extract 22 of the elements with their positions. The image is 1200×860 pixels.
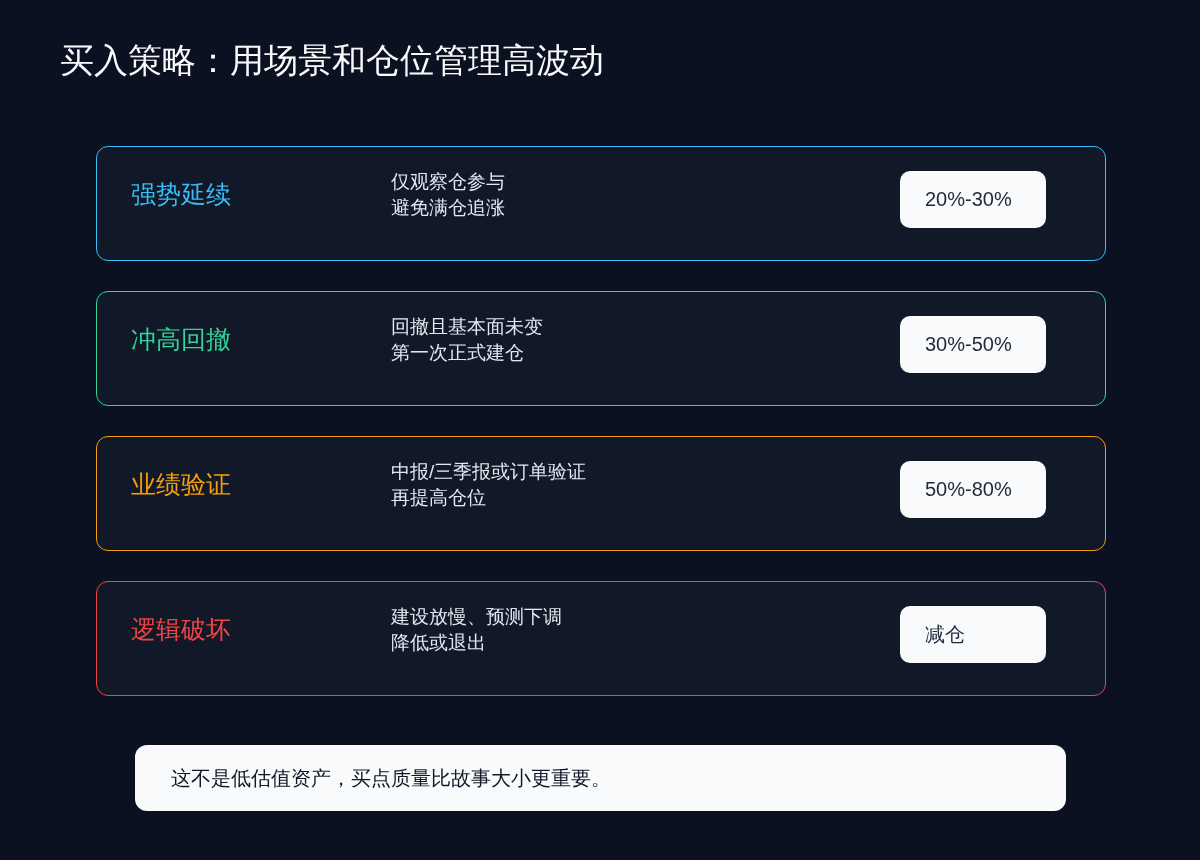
note-panel: 这不是低估值资产，买点质量比故事大小更重要。 bbox=[135, 745, 1066, 811]
scenario-card bbox=[96, 436, 1106, 551]
description-text: 建设放慢、预测下调 bbox=[391, 605, 562, 629]
page-title: 买入策略：用场景和仓位管理高波动 bbox=[60, 40, 604, 81]
description-text: 第一次正式建仓 bbox=[391, 341, 524, 365]
description-text: 回撤且基本面未变 bbox=[391, 315, 543, 339]
scenario-title: 冲高回撤 bbox=[131, 324, 231, 355]
scenario-title: 逻辑破坏 bbox=[131, 614, 231, 645]
scenario-card bbox=[96, 581, 1106, 696]
scenario-title: 业绩验证 bbox=[131, 469, 231, 500]
position-badge: 30%-50% bbox=[900, 315, 1046, 373]
scenario-card bbox=[96, 146, 1106, 261]
description-text: 仅观察仓参与 bbox=[391, 170, 505, 194]
scenario-card bbox=[96, 291, 1106, 406]
description-text: 降低或退出 bbox=[391, 631, 486, 655]
description-text: 再提高仓位 bbox=[391, 486, 486, 510]
position-badge: 减仓 bbox=[900, 605, 1046, 663]
description-text: 中报/三季报或订单验证 bbox=[391, 460, 587, 484]
description-text: 避免满仓追涨 bbox=[391, 196, 505, 220]
position-badge: 50%-80% bbox=[900, 460, 1046, 518]
scenario-title: 强势延续 bbox=[131, 179, 231, 210]
position-badge: 20%-30% bbox=[900, 170, 1046, 228]
